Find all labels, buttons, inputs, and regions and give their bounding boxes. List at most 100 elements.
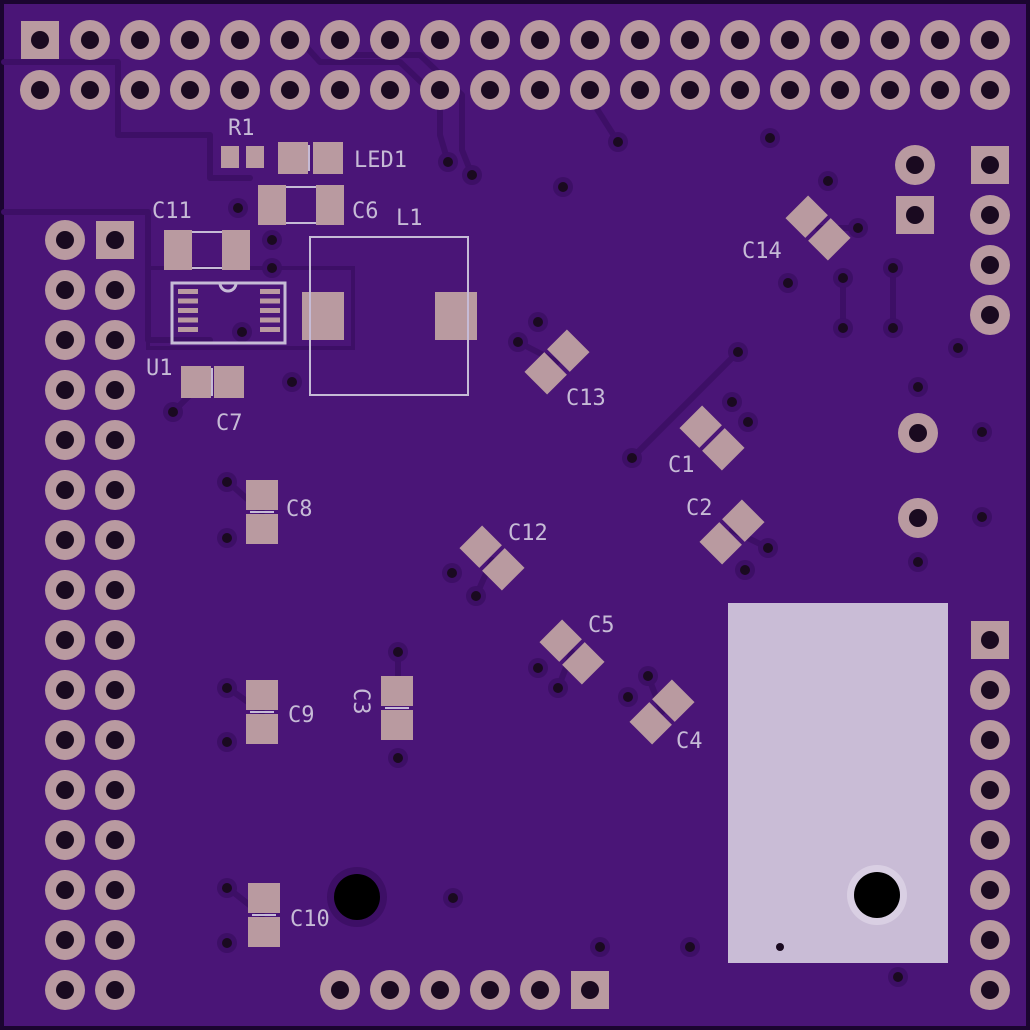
c8-pad-b xyxy=(246,514,278,544)
pin-drill xyxy=(31,31,49,49)
pin-drill xyxy=(381,31,399,49)
pin-drill xyxy=(981,81,999,99)
smd-components xyxy=(164,142,477,947)
pin-drill xyxy=(781,31,799,49)
header-left-col-2 xyxy=(95,221,135,1010)
via-drill xyxy=(222,683,232,693)
pin-drill xyxy=(106,731,124,749)
via-drill xyxy=(627,453,637,463)
via-drill xyxy=(743,417,753,427)
header-right-lower xyxy=(970,621,1010,1010)
label-c12: C12 xyxy=(508,521,548,546)
pin-drill xyxy=(56,281,74,299)
pin-drill xyxy=(106,281,124,299)
label-c6: C6 xyxy=(352,199,379,224)
pin-drill xyxy=(106,581,124,599)
pin-drill xyxy=(981,881,999,899)
via-drill xyxy=(783,278,793,288)
pin-drill xyxy=(981,31,999,49)
via-drill xyxy=(913,382,923,392)
pin-drill xyxy=(981,731,999,749)
pin-drill xyxy=(981,256,999,274)
pin-drill xyxy=(81,31,99,49)
pin-drill xyxy=(56,681,74,699)
via-drill xyxy=(513,337,523,347)
via-drill xyxy=(623,692,633,702)
pin-drill xyxy=(106,881,124,899)
pin-drill xyxy=(106,481,124,499)
pin-drill xyxy=(181,31,199,49)
via-drill xyxy=(740,565,750,575)
via-drill xyxy=(233,203,243,213)
label-l1: L1 xyxy=(396,206,423,231)
via-drill xyxy=(595,942,605,952)
pin-drill xyxy=(281,81,299,99)
u1-pin xyxy=(178,317,198,323)
c6-pad-a xyxy=(258,185,286,225)
header-top-row-2 xyxy=(20,70,1010,110)
pin-drill xyxy=(906,206,924,224)
l1-pad-a xyxy=(302,292,344,340)
c8-pad-a xyxy=(246,480,278,510)
via-drill xyxy=(267,263,277,273)
c4-body xyxy=(629,679,695,745)
c12-body xyxy=(459,525,525,591)
pin-drill xyxy=(31,81,49,99)
label-c8: C8 xyxy=(286,497,313,522)
via-drill xyxy=(393,647,403,657)
pin-drill xyxy=(981,981,999,999)
via-drill xyxy=(222,477,232,487)
shield-via xyxy=(776,943,784,951)
via-drill xyxy=(287,377,297,387)
pin-drill xyxy=(231,31,249,49)
c10-pad-a xyxy=(248,883,280,913)
pin-drill xyxy=(431,981,449,999)
via-drill xyxy=(853,223,863,233)
via-drill xyxy=(763,543,773,553)
via-drill xyxy=(533,663,543,673)
via-drill xyxy=(765,133,775,143)
via-drill xyxy=(448,893,458,903)
via-drill xyxy=(685,942,695,952)
pin-drill xyxy=(56,881,74,899)
u1-pin xyxy=(260,289,280,294)
label-led1: LED1 xyxy=(354,148,407,173)
label-u1: U1 xyxy=(146,356,173,381)
pin-drill xyxy=(431,81,449,99)
header-top-row-1 xyxy=(21,20,1010,60)
pin-drill xyxy=(981,931,999,949)
pin-drill xyxy=(881,31,899,49)
pin-drill xyxy=(531,31,549,49)
c14-body xyxy=(785,195,851,261)
pin-drill xyxy=(56,231,74,249)
via-drill xyxy=(393,753,403,763)
u1-pin xyxy=(178,298,198,304)
pin-drill xyxy=(981,206,999,224)
ground-region xyxy=(146,266,355,350)
pin-drill xyxy=(631,81,649,99)
pin-drill xyxy=(781,81,799,99)
pin-drill xyxy=(831,31,849,49)
label-c10: C10 xyxy=(290,907,330,932)
u1-pin xyxy=(178,289,198,294)
c9-pad-a xyxy=(246,680,278,710)
via-drill xyxy=(888,263,898,273)
label-c9: C9 xyxy=(288,703,315,728)
u1-pins xyxy=(178,289,280,332)
pin-drill xyxy=(106,531,124,549)
pin-drill xyxy=(106,331,124,349)
pin-drill xyxy=(56,981,74,999)
rotated-capacitors xyxy=(459,195,851,745)
u1-outline xyxy=(170,281,287,345)
pin-drill xyxy=(56,631,74,649)
pin-drill xyxy=(731,31,749,49)
via-drill xyxy=(168,407,178,417)
u1-pin xyxy=(260,308,280,313)
label-c5: C5 xyxy=(588,613,615,638)
via-drill xyxy=(222,938,232,948)
pin-drill xyxy=(331,981,349,999)
via-drill xyxy=(443,157,453,167)
via-drill xyxy=(913,557,923,567)
via-drill xyxy=(471,591,481,601)
l1-pad-b xyxy=(435,292,477,340)
